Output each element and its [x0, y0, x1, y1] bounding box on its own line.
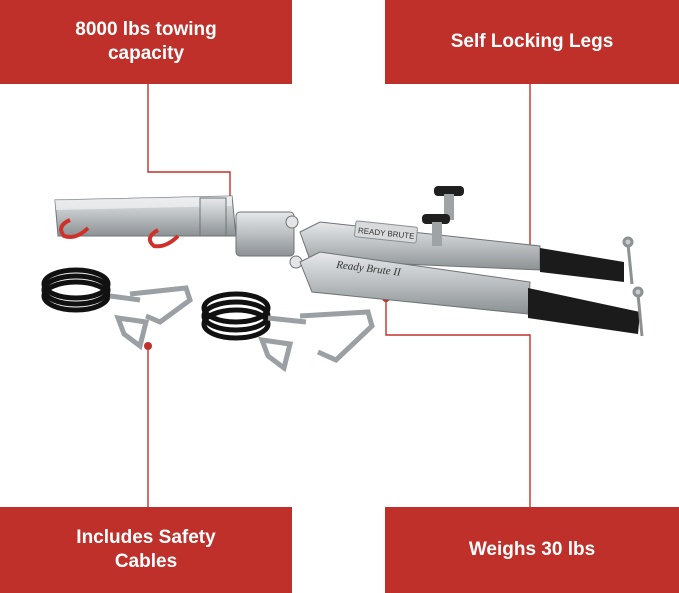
- callout-safety-cables: Includes Safety Cables: [0, 507, 292, 593]
- safety-hook-2: [258, 309, 375, 373]
- safety-cable-coil-2: [201, 291, 271, 341]
- callout-self-locking-legs-text: Self Locking Legs: [450, 31, 614, 53]
- leader-lines: [147, 84, 531, 507]
- callout-weight-text: Weighs 30 lbs: [468, 539, 596, 561]
- callout-safety-cables-text: Includes Safety Cables: [76, 527, 216, 572]
- lower-tube: Ready Brute II: [299, 251, 531, 315]
- callout-towing-capacity: 8000 lbs towing capacity: [0, 0, 292, 84]
- safety-hook: [109, 285, 193, 351]
- locking-knob: [422, 186, 464, 246]
- mounting-bar: [54, 195, 237, 237]
- leg-rubber-sleeves: [528, 248, 640, 334]
- red-safety-clip: [59, 218, 180, 249]
- callout-towing-capacity-text: 8000 lbs towing capacity: [75, 19, 217, 64]
- leg-pins: [622, 236, 644, 337]
- callout-weight: Weighs 30 lbs: [385, 507, 679, 593]
- callout-self-locking-legs: Self Locking Legs: [385, 0, 679, 84]
- hinge-block: [235, 211, 303, 269]
- safety-cable-coil: [41, 267, 111, 313]
- leader-line-weight: [385, 300, 531, 507]
- leader-line-towing: [147, 84, 231, 212]
